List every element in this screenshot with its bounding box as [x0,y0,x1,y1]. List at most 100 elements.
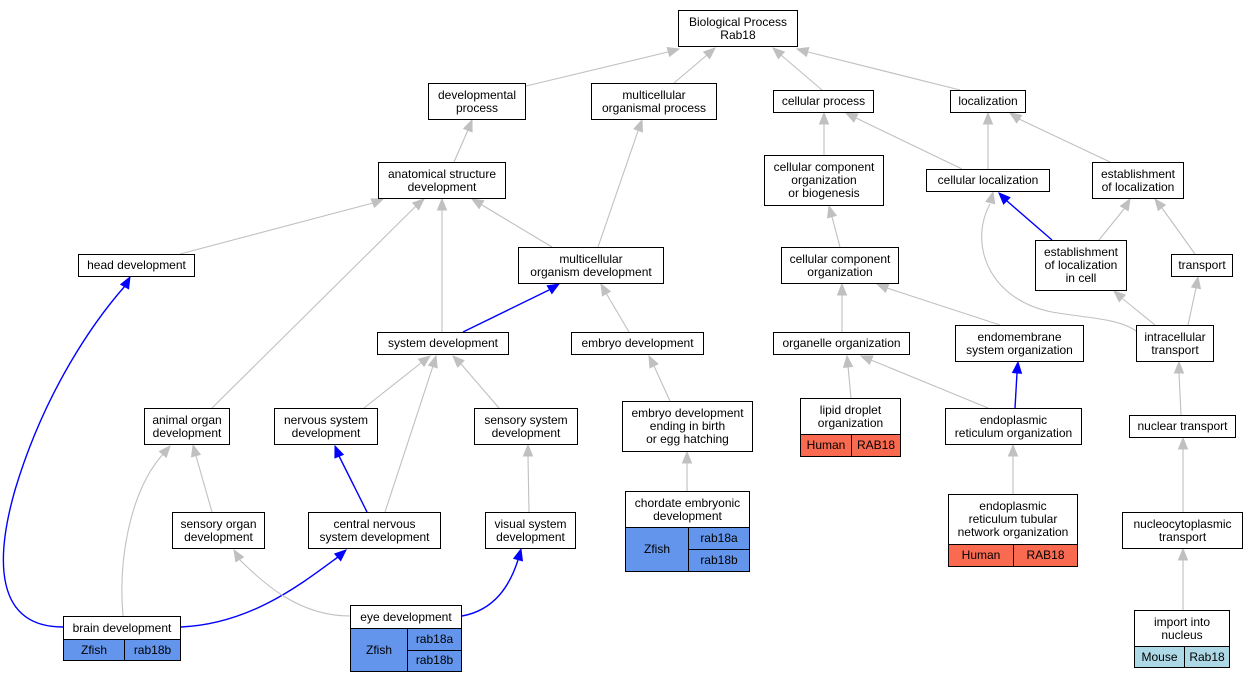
node-brain-development[interactable]: brain development Zfish rab18b [63,616,181,661]
edge-system-dev-to-mcod [462,283,561,333]
node-cellular-process[interactable]: cellular process [773,90,874,113]
edge-er-tubular-to-er-org [1007,443,1019,494]
edge-anatomical-to-developmental-process [453,118,473,163]
edge-ccob-to-cellular-process [818,111,830,155]
node-establishment-of-localization[interactable]: establishment of localization [1092,162,1184,199]
organism-cell-zfish: Zfish [626,528,689,571]
edge-brain-to-cns [180,549,347,628]
edge-nuclear-to-intracellular [1173,360,1185,416]
node-nervous-system-development[interactable]: nervous system development [274,408,378,445]
edge-eye-to-sensory-organ [233,548,351,617]
node-endomembrane-system-organization[interactable]: endomembrane system organization [955,325,1084,362]
node-endoplasmic-reticulum-organization[interactable]: endoplasmic reticulum organization [945,408,1082,445]
edge-head-dev-to-anatomical [179,198,385,255]
gene-cell: RAB18 [852,435,900,456]
edge-intracellular-to-cellular-localization [981,190,1137,332]
annotation-row: Mouse Rab18 [1135,646,1229,667]
node-embryo-development[interactable]: embryo development [571,332,704,355]
annotation-row: Zfish rab18a rab18b [626,527,749,571]
edge-eye-to-visual [461,547,524,617]
node-chordate-embryonic-development[interactable]: chordate embryonic development Zfish rab… [625,491,750,572]
node-lipid-droplet-organization[interactable]: lipid droplet organization Human RAB18 [800,398,901,457]
edge-intracellular-to-transport [1187,275,1202,326]
annotation-row: Human RAB18 [949,544,1077,566]
gene-cell: rab18a [689,528,749,549]
gene-cell: RAB18 [1014,545,1077,566]
organism-cell-zfish: Zfish [64,640,125,660]
edge-intracellular-to-elic [1113,290,1156,326]
edge-cco-to-ccob [826,204,841,248]
organism-cell-zfish: Zfish [351,629,408,671]
edge-mcod-to-anatomical [470,198,553,248]
node-cellular-component-organization[interactable]: cellular component organization [781,247,899,284]
node-nuclear-transport[interactable]: nuclear transport [1129,415,1236,438]
node-cellular-component-organization-or-biogenesis[interactable]: cellular component organization or bioge… [764,155,884,206]
edge-chordate-to-embryo-birth [681,450,693,491]
node-title: lipid droplet organization [817,402,884,430]
edge-mcod-to-mcop [597,118,643,248]
gene-list: RAB18 [852,435,900,456]
node-visual-system-development[interactable]: visual system development [485,512,576,549]
gene-cell: rab18b [408,649,461,671]
node-multicellular-organism-development[interactable]: multicellular organism development [518,247,664,284]
annotation-row: Zfish rab18a rab18b [351,628,461,671]
node-localization[interactable]: localization [950,90,1026,113]
node-sensory-organ-development[interactable]: sensory organ development [172,512,265,549]
node-title: import into nucleus [1153,614,1211,642]
node-central-nervous-system-development[interactable]: central nervous system development [308,512,441,549]
gene-list: rab18b [125,640,180,660]
edge-brain-to-head [2,275,131,628]
node-sensory-system-development[interactable]: sensory system development [474,408,578,445]
edge-embryo-dev-to-mcod [600,282,630,333]
node-animal-organ-development[interactable]: animal organ development [144,408,230,445]
annotation-row: Human RAB18 [801,434,900,456]
edge-elic-to-establishment [1098,197,1131,241]
organism-cell-human: Human [949,545,1014,566]
node-organelle-organization[interactable]: organelle organization [773,332,910,355]
organism-cell-mouse: Mouse [1135,647,1185,667]
edge-localization-to-root [795,46,961,91]
edge-nervous-to-system [363,355,432,409]
gene-list: RAB18 [1014,545,1077,566]
node-title: endoplasmic reticulum tubular network or… [957,499,1069,539]
edge-import-to-nucleocyto [1177,547,1189,610]
node-intracellular-transport[interactable]: intracellular transport [1136,325,1214,362]
edge-er-org-to-endomembrane [1011,360,1023,409]
gene-cell: rab18b [689,549,749,571]
node-eye-development[interactable]: eye development Zfish rab18a rab18b [350,605,462,672]
node-cellular-localization[interactable]: cellular localization [926,169,1050,192]
edge-sensory-organ-to-animal-organ [190,443,213,513]
node-establishment-of-localization-in-cell[interactable]: establishment of localization in cell [1035,240,1127,291]
gene-list: rab18a rab18b [689,528,749,571]
node-biological-process-root[interactable]: Biological Process Rab18 [678,10,798,47]
edge-endomembrane-to-cco [875,283,1001,326]
edge-animal-organ-to-anatomical [211,198,425,409]
node-er-tubular-network-organization[interactable]: endoplasmic reticulum tubular network or… [948,494,1078,567]
edge-cellular-process-to-root [772,47,823,91]
edge-elic-to-cellular-localization [998,192,1053,241]
node-system-development[interactable]: system development [377,332,509,355]
edge-embryo-birth-to-embryo [648,354,671,402]
edge-multicellular-organismal-process-to-root [673,47,716,84]
organism-cell-human: Human [801,435,852,456]
annotation-row: Zfish rab18b [64,639,180,660]
node-anatomical-structure-development[interactable]: anatomical structure development [378,162,506,199]
edge-system-dev-to-anatomical [436,197,448,332]
node-nucleocytoplasmic-transport[interactable]: nucleocytoplasmic transport [1122,512,1243,549]
node-developmental-process[interactable]: developmental process [428,83,526,120]
node-head-development[interactable]: head development [78,254,195,277]
node-title: eye development [360,609,452,624]
gene-cell: Rab18 [1185,647,1229,667]
edge-cns-to-system [384,354,438,513]
edge-nucleocyto-to-nuclear [1177,436,1189,512]
node-multicellular-organismal-process[interactable]: multicellular organismal process [591,83,717,120]
gene-cell: rab18b [125,640,180,660]
edge-sensory-system-to-system [452,355,500,409]
node-import-into-nucleus[interactable]: import into nucleus Mouse Rab18 [1134,610,1230,668]
node-transport[interactable]: transport [1171,254,1233,277]
edge-brain-to-animal-organ [121,444,171,617]
node-embryo-development-ending-in-birth[interactable]: embryo development ending in birth or eg… [622,401,753,452]
edge-organelle-to-cco [836,282,848,332]
